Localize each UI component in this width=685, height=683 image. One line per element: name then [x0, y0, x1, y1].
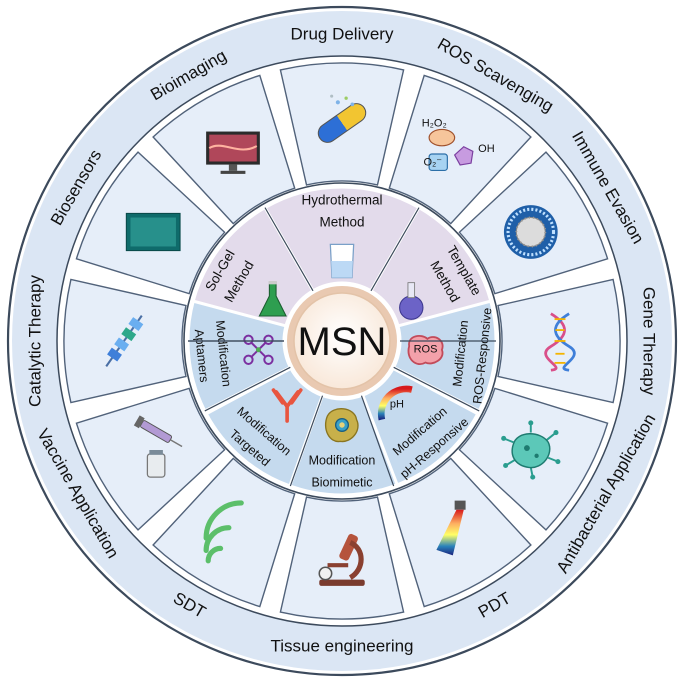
ros-chip-label: O₂⁻: [423, 157, 442, 169]
application-tile-bg: [388, 457, 532, 608]
ros-chip-label: H₂O₂: [422, 118, 447, 130]
modification-label-line1: Biomimetic: [311, 475, 372, 489]
modification-label-line1: Aptamers: [192, 328, 212, 383]
synthesis-label-line2: Method: [319, 215, 364, 230]
application-tile: [152, 457, 296, 608]
application-tile: [497, 278, 621, 404]
sensor-chip-icon: [125, 212, 181, 252]
inner-ring: Sol-GelMethodHydrothermalMethodTemplateM…: [183, 182, 501, 500]
nanoparticle-icon: [502, 203, 560, 261]
center-hub: MSN: [287, 286, 397, 396]
synthesis-segment-bg: [262, 185, 422, 293]
application-tile: [458, 387, 609, 531]
modification-label-line2: Modification: [213, 320, 234, 388]
ros-chip-label: OH: [478, 143, 495, 155]
modification-segment-bg: [186, 299, 293, 413]
application-label: Drug Delivery: [291, 24, 394, 43]
application-tile: [75, 387, 226, 531]
synthesis-label-line1: Hydrothermal: [301, 193, 382, 208]
modification-label-line2: Modification: [309, 453, 376, 467]
inner-divider: [264, 207, 314, 292]
application-tile: [458, 151, 609, 295]
application-tile: [388, 74, 532, 225]
center-label: MSN: [298, 320, 387, 364]
application-label: Catalytic Therapy: [25, 275, 44, 407]
modification-badge: ROS: [414, 344, 438, 356]
modification-badge: pH: [390, 398, 404, 410]
inner-divider: [370, 207, 420, 292]
application-tile: [279, 62, 405, 186]
cell-membrane-icon: [324, 408, 359, 443]
inner-divider: [360, 395, 395, 487]
application-label: Gene Therapy: [640, 287, 659, 396]
inner-divider: [289, 395, 324, 487]
application-tile: [75, 151, 226, 295]
application-label: Tissue engineering: [270, 636, 413, 655]
beaker-icon: [329, 243, 355, 279]
application-tile-bg: [152, 457, 296, 608]
inner-divider: [204, 366, 291, 412]
application-tile: [152, 74, 296, 225]
inner-divider: [393, 366, 480, 412]
application-tile: [388, 457, 532, 608]
application-tile: [279, 496, 405, 620]
modification-segment-bg: [391, 299, 498, 413]
modification-label-line2: Modification: [450, 320, 471, 388]
application-tile: [63, 278, 187, 404]
